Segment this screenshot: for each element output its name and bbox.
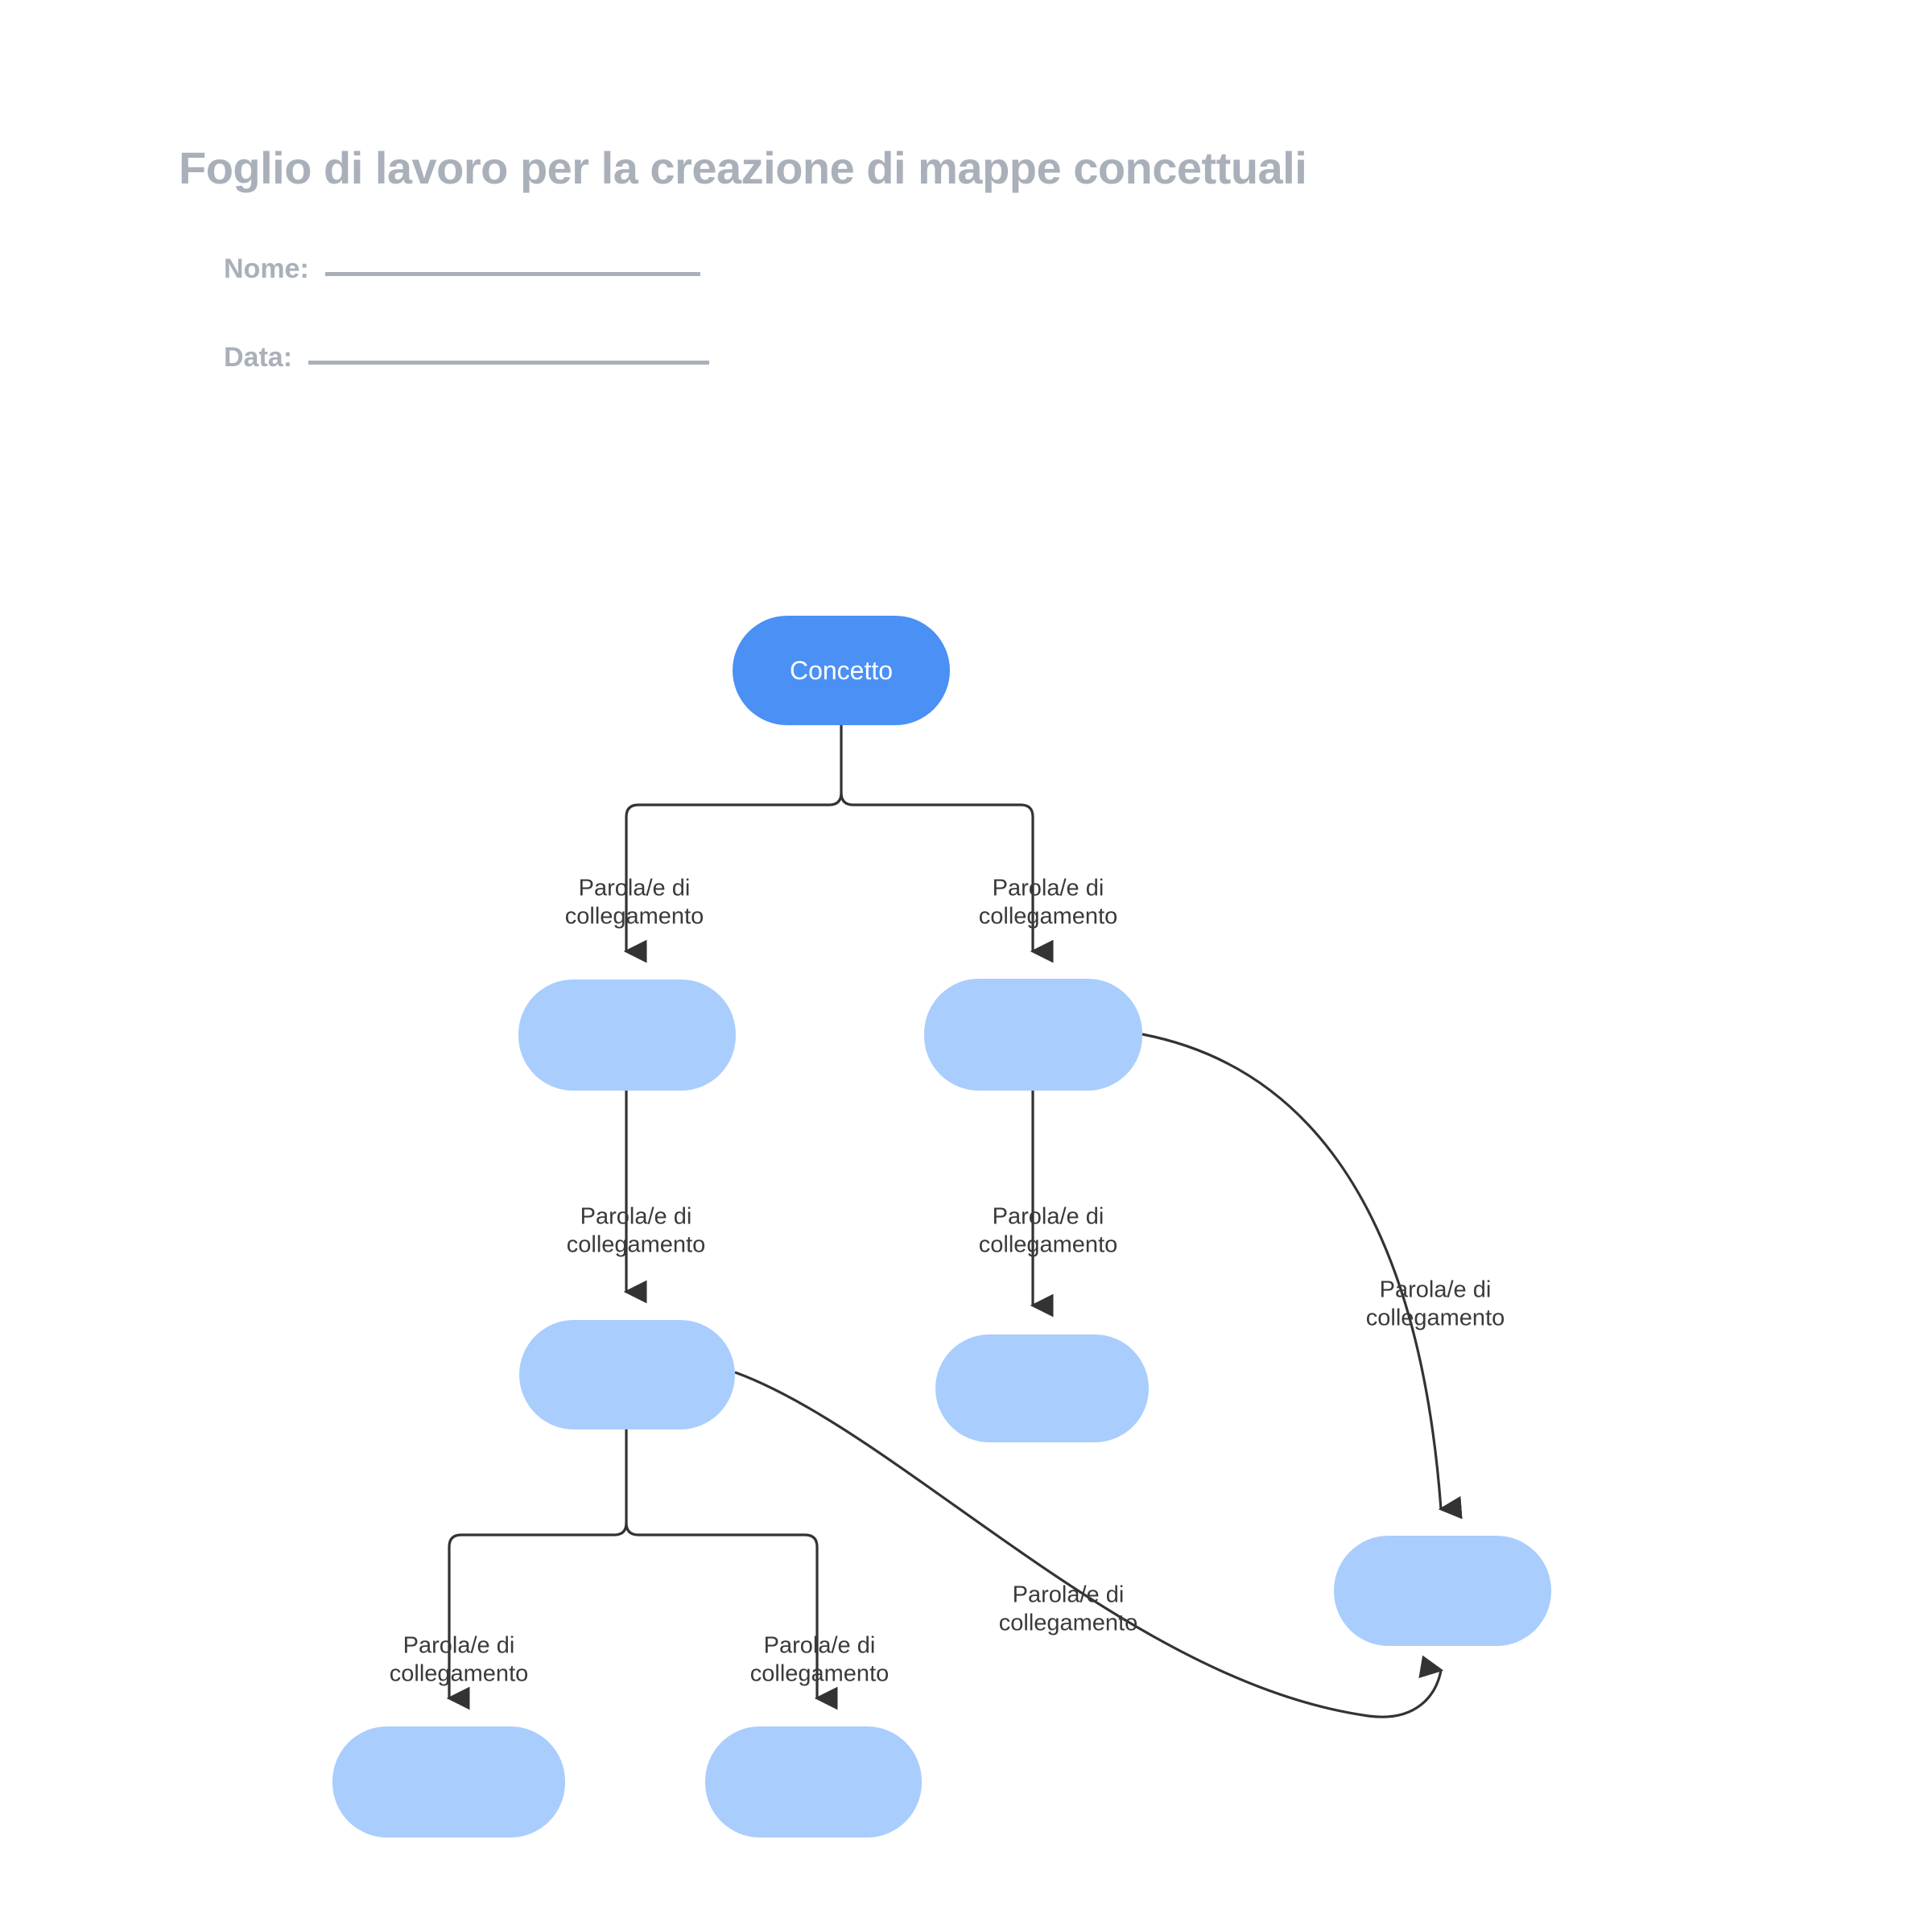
name-field-label: Nome: <box>224 254 309 284</box>
date-field-label: Data: <box>224 342 293 373</box>
node-bottom-right[interactable] <box>1334 1536 1551 1646</box>
node-leaf-right[interactable] <box>705 1726 922 1838</box>
edge-r1-bottomright <box>1141 1033 1463 1520</box>
node-root-concetto[interactable]: Concetto <box>733 616 950 725</box>
name-field-row: Nome: <box>224 254 700 285</box>
edge-l2-split-left <box>446 1522 628 1710</box>
node-root-label: Concetto <box>789 655 894 685</box>
edge-l2-split-right <box>625 1522 838 1710</box>
date-write-line[interactable] <box>308 361 710 365</box>
edge-root-split-right <box>840 792 1054 963</box>
node-level2-left[interactable] <box>519 1320 735 1429</box>
name-write-line[interactable] <box>324 272 700 276</box>
node-level1-right[interactable] <box>924 979 1142 1091</box>
node-level1-left[interactable] <box>518 980 736 1091</box>
date-field-row: Data: <box>224 342 710 373</box>
node-level2-right[interactable] <box>935 1334 1149 1442</box>
page-title: Foglio di lavoro per la creazione di map… <box>179 142 1307 193</box>
edge-l2-bottomright <box>734 1371 1444 1718</box>
edge-root-split <box>623 792 843 963</box>
node-leaf-left[interactable] <box>332 1726 565 1838</box>
